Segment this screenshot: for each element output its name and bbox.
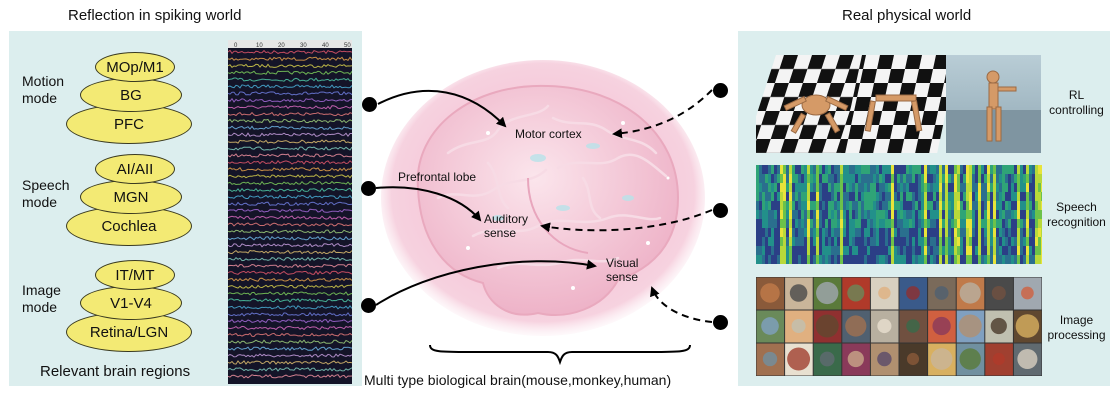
- brain-brace: [430, 345, 690, 362]
- speech-recognition-label: Speech recognition: [1043, 200, 1110, 230]
- image-output-dot: [361, 298, 376, 313]
- speech-to-auditory-arrow: [376, 187, 480, 220]
- right-panel-title: Real physical world: [842, 7, 971, 24]
- brain-caption: Multi type biological brain(mouse,monkey…: [364, 372, 671, 388]
- rl-simulation-images: [756, 55, 1041, 153]
- image-grid: [756, 277, 1042, 376]
- image-to-visual-return-arrow: [652, 288, 712, 322]
- image-input-dot: [713, 315, 728, 330]
- speech-input-dot: [713, 203, 728, 218]
- motion-to-motor-arrow: [378, 91, 505, 126]
- speech-to-auditory-return-arrow: [542, 210, 712, 230]
- image-to-visual-arrow: [376, 261, 595, 305]
- motion-output-dot: [362, 97, 377, 112]
- rl-input-dot: [713, 83, 728, 98]
- image-processing-label: Image processing: [1043, 313, 1110, 343]
- rl-to-motor-arrow: [614, 90, 712, 134]
- rl-controlling-label: RL controlling: [1043, 88, 1110, 118]
- speech-spectrogram: [756, 165, 1042, 264]
- speech-output-dot: [361, 181, 376, 196]
